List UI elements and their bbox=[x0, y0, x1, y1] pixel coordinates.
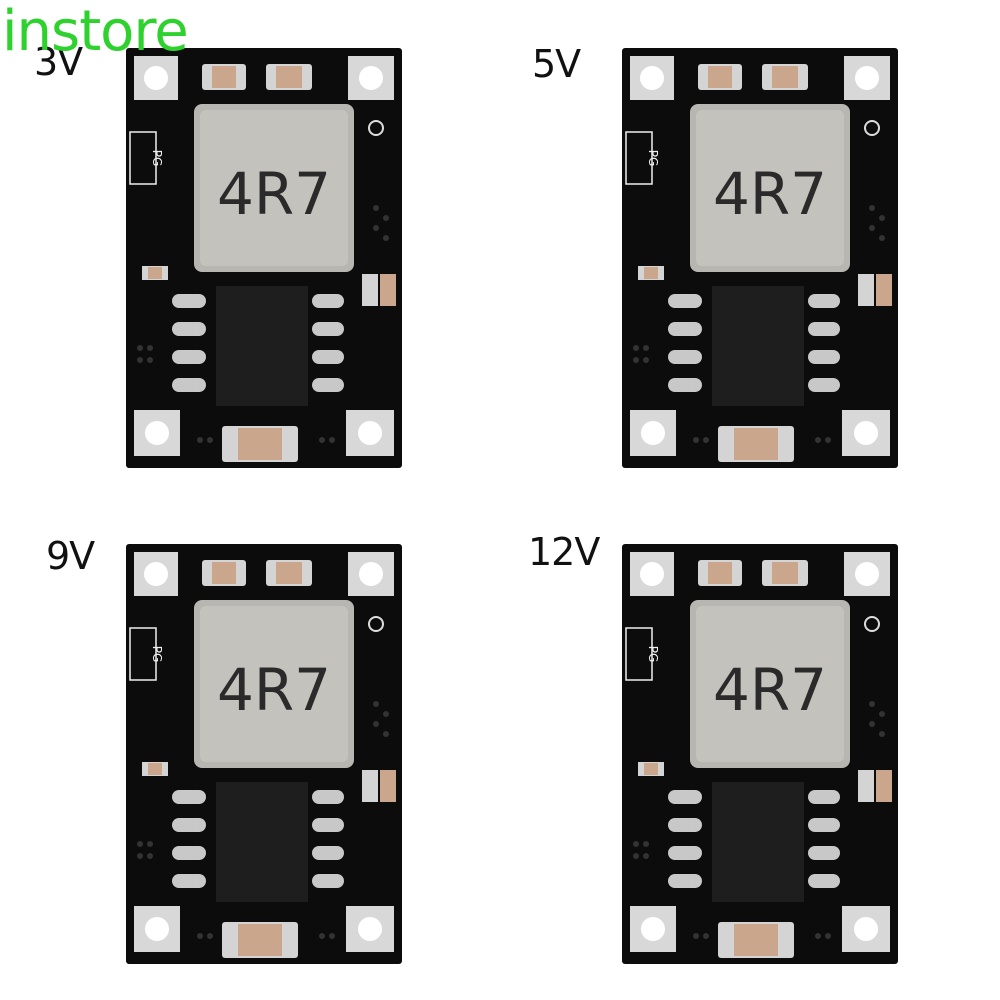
module-cell-9v: 9V bbox=[0, 500, 500, 1000]
voltage-label: 12V bbox=[528, 530, 600, 574]
capacitor-top-right bbox=[266, 64, 312, 90]
silkscreen-marking: PG bbox=[150, 150, 164, 167]
mounting-hole-top-left bbox=[134, 56, 178, 100]
silkscreen-marking: PG bbox=[646, 150, 660, 167]
pcb-board: 4R7 PG bbox=[622, 544, 898, 964]
mounting-hole-bottom-left bbox=[134, 906, 180, 952]
watermark-logo: instore bbox=[2, 0, 189, 64]
voltage-label: 5V bbox=[532, 42, 581, 86]
mounting-hole-bottom-right bbox=[346, 906, 394, 952]
ic-chip bbox=[668, 286, 840, 406]
capacitor-top-left bbox=[202, 64, 246, 90]
capacitor-top-right bbox=[762, 64, 808, 90]
inductor bbox=[194, 600, 354, 768]
inductor bbox=[690, 600, 850, 768]
inductor-marking: 4R7 bbox=[217, 656, 331, 724]
ic-chip bbox=[172, 782, 344, 902]
voltage-label: 3V bbox=[34, 40, 83, 84]
capacitor-top-right bbox=[762, 560, 808, 586]
mounting-hole-bottom-right bbox=[346, 410, 394, 456]
pcb-illustration: 4R7 PG bbox=[625, 56, 892, 462]
pcb-board: 4R7 PG bbox=[126, 48, 402, 468]
mounting-hole-top-left bbox=[630, 552, 674, 596]
capacitor-top-left bbox=[698, 64, 742, 90]
inductor bbox=[690, 104, 850, 272]
ic-chip bbox=[668, 782, 840, 902]
capacitor-bottom bbox=[718, 426, 794, 462]
mounting-hole-top-right bbox=[348, 552, 394, 596]
mounting-hole-top-right bbox=[844, 56, 890, 100]
mounting-hole-top-right bbox=[348, 56, 394, 100]
capacitor-top-right bbox=[266, 560, 312, 586]
capacitor-top-left bbox=[698, 560, 742, 586]
inductor-marking: 4R7 bbox=[713, 656, 827, 724]
mounting-hole-top-right bbox=[844, 552, 890, 596]
mounting-hole-bottom-right bbox=[842, 410, 890, 456]
voltage-label: 9V bbox=[46, 534, 95, 578]
module-cell-3v: 3V bbox=[0, 0, 500, 500]
capacitor-bottom bbox=[222, 426, 298, 462]
pcb-illustration: 4R7 PG bbox=[129, 552, 396, 958]
mounting-hole-bottom-left bbox=[630, 410, 676, 456]
inductor bbox=[194, 104, 354, 272]
capacitor-bottom bbox=[222, 922, 298, 958]
pcb-board: 4R7 PG bbox=[126, 544, 402, 964]
pcb-illustration: 4R7 PG bbox=[129, 56, 396, 462]
module-cell-5v: 5V bbox=[500, 0, 1000, 500]
capacitor-top-left bbox=[202, 560, 246, 586]
silkscreen-marking: PG bbox=[646, 646, 660, 663]
mounting-hole-top-left bbox=[630, 56, 674, 100]
mounting-hole-bottom-left bbox=[630, 906, 676, 952]
pcb-illustration: 4R7 PG bbox=[625, 552, 892, 958]
capacitor-bottom bbox=[718, 922, 794, 958]
silkscreen-marking: PG bbox=[150, 646, 164, 663]
mounting-hole-bottom-right bbox=[842, 906, 890, 952]
mounting-hole-bottom-left bbox=[134, 410, 180, 456]
mounting-hole-top-left bbox=[134, 552, 178, 596]
inductor-marking: 4R7 bbox=[713, 160, 827, 228]
ic-chip bbox=[172, 286, 344, 406]
pcb-board: 4R7 PG bbox=[622, 48, 898, 468]
module-cell-12v: 12V bbox=[500, 500, 1000, 1000]
inductor-marking: 4R7 bbox=[217, 160, 331, 228]
